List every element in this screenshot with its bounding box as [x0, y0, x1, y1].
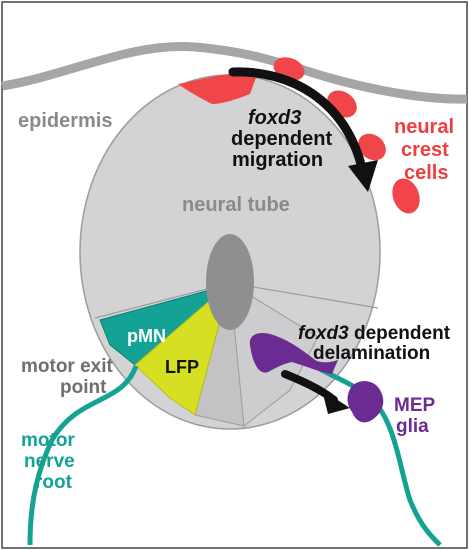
central-canal: [206, 234, 254, 330]
label-LFP: LFP: [165, 357, 199, 377]
label-nerve: nerve: [24, 451, 75, 472]
label-foxd3-delamination: foxd3 dependent: [298, 323, 451, 344]
label-dependent-2: dependent: [349, 323, 451, 344]
motor-nerve-root: [27, 365, 139, 546]
label-migration: migration: [232, 149, 323, 171]
delamination-arrowhead: [322, 390, 350, 414]
MEP-glia-cell: [347, 381, 384, 423]
epidermis-line: [1, 41, 468, 104]
divider-line: [229, 282, 379, 309]
migration-arrowhead: [348, 160, 378, 192]
motor-nerve-root-right: [318, 366, 442, 547]
label-motor-exit: motor exit: [21, 356, 114, 377]
label-foxd3-italic: foxd3: [298, 323, 349, 344]
label-cells: cells: [404, 162, 448, 184]
label-epidermis: epidermis: [18, 110, 112, 132]
delaminating-glia-cell: [249, 333, 338, 374]
label-delamination: delamination: [313, 343, 430, 364]
label-crest: crest: [401, 139, 449, 161]
label-pMN: pMN: [127, 326, 166, 346]
label-foxd3-migration: foxd3: [248, 107, 301, 129]
label-neural-tube: neural tube: [182, 194, 290, 216]
label-root: root: [35, 472, 73, 493]
label-dependent: dependent: [231, 128, 332, 150]
label-glia: glia: [396, 416, 429, 437]
dorsal-neural-crest-region: [178, 72, 258, 104]
label-MEP: MEP: [394, 395, 436, 416]
neural-crest-cell: [358, 133, 386, 161]
label-point: point: [60, 377, 107, 398]
migration-arrow: [228, 67, 367, 173]
label-motor: motor: [21, 430, 75, 451]
LFP-domain: [134, 281, 231, 416]
neural-crest-cell: [392, 178, 420, 214]
label-neural: neural: [394, 116, 454, 138]
